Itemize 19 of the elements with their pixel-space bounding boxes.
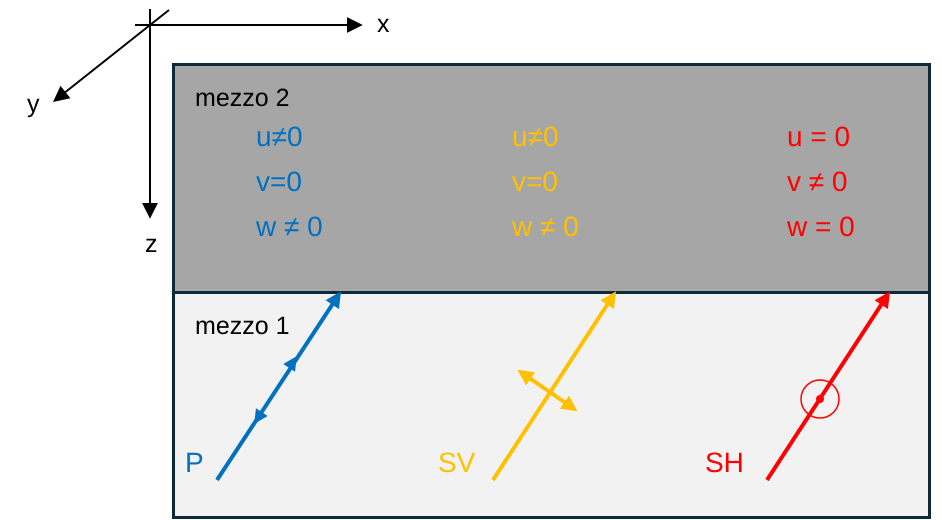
medium-layer	[172, 291, 931, 519]
displacement-condition: w ≠ 0	[256, 213, 323, 241]
displacement-condition: u = 0	[787, 123, 850, 151]
displacement-condition: v=0	[256, 168, 302, 196]
wave-label: SH	[705, 449, 744, 477]
medium-layer	[172, 63, 931, 294]
axis-label: z	[145, 232, 158, 257]
displacement-condition: u≠0	[256, 123, 303, 151]
displacement-condition: v ≠ 0	[787, 168, 848, 196]
layer-label: mezzo 2	[195, 86, 290, 111]
axis-label: y	[27, 92, 40, 117]
displacement-condition: w ≠ 0	[512, 213, 579, 241]
wave-label: SV	[438, 449, 476, 477]
wave-label: P	[185, 449, 204, 477]
displacement-condition: u≠0	[512, 123, 559, 151]
layer-label: mezzo 1	[195, 314, 290, 339]
displacement-condition: w = 0	[787, 213, 855, 241]
displacement-condition: v=0	[512, 168, 558, 196]
axis-label: x	[377, 12, 390, 37]
